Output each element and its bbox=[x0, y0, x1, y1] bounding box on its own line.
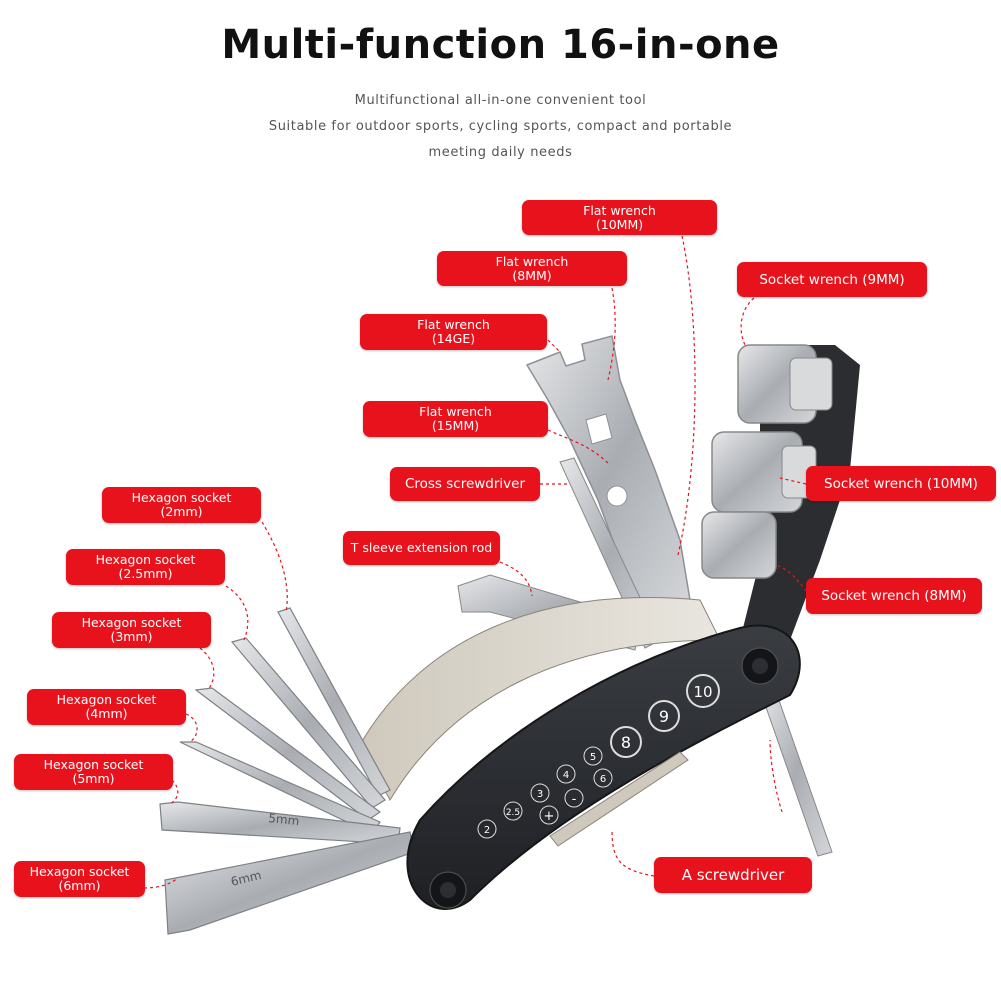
svg-text:+: + bbox=[544, 809, 555, 824]
label-hex-socket-4mm: Hexagon socket (4mm) bbox=[27, 689, 186, 725]
label-flat-wrench-14ge-line1: Flat wrench bbox=[417, 317, 490, 332]
marking-minus: - bbox=[564, 788, 584, 808]
label-hex-socket-5mm: Hexagon socket (5mm) bbox=[14, 754, 173, 790]
socket-8mm bbox=[701, 511, 777, 579]
label-flat-wrench-8mm-line2: (8MM) bbox=[512, 267, 552, 283]
label-flat-wrench-10mm: Flat wrench (10MM) bbox=[522, 200, 717, 235]
marking-2: 2 bbox=[477, 819, 497, 839]
hex-key-5mm-mark: 5mm bbox=[268, 811, 300, 828]
label-socket-wrench-9mm: Socket wrench (9MM) bbox=[737, 262, 927, 297]
label-cross-screwdriver: Cross screwdriver bbox=[390, 467, 540, 501]
marking-8: 8 bbox=[610, 726, 642, 758]
label-hex-socket-5mm-line2: (5mm) bbox=[72, 771, 115, 786]
marking-4: 4 bbox=[556, 764, 576, 784]
flat-screwdriver-blade bbox=[759, 685, 833, 857]
tool-handle bbox=[406, 624, 801, 910]
subtitle-line-1: Multifunctional all-in-one convenient to… bbox=[354, 93, 647, 108]
svg-text:5: 5 bbox=[590, 752, 596, 763]
label-flat-wrench-8mm-line1: Flat wrench bbox=[495, 253, 569, 269]
label-hex-socket-2-5mm: Hexagon socket (2.5mm) bbox=[66, 549, 225, 585]
label-hex-socket-2mm-line2: (2mm) bbox=[160, 504, 203, 519]
subtitle-line-2: Suitable for outdoor sports, cycling spo… bbox=[268, 119, 733, 134]
marking-plus: + bbox=[539, 805, 559, 825]
marking-25: 2.5 bbox=[503, 801, 523, 821]
hex-keys: 5mm 6mm bbox=[159, 607, 415, 935]
label-hex-socket-3mm-line2: (3mm) bbox=[110, 629, 153, 644]
label-hex-socket-4mm-line2: (4mm) bbox=[85, 706, 128, 721]
marking-10: 10 bbox=[686, 674, 720, 708]
svg-text:3: 3 bbox=[537, 789, 543, 800]
marking-3: 3 bbox=[530, 783, 550, 803]
svg-text:9: 9 bbox=[659, 707, 669, 726]
label-flat-wrench-14ge: Flat wrench (14GE) bbox=[360, 314, 547, 350]
label-hex-socket-2-5mm-line2: (2.5mm) bbox=[118, 566, 173, 581]
label-hex-socket-2mm-line1: Hexagon socket bbox=[131, 490, 232, 505]
handle-size-markings: 2 2.5 3 4 5 + - 6 8 9 10 bbox=[477, 674, 720, 839]
svg-text:2.5: 2.5 bbox=[506, 808, 520, 818]
marking-5: 5 bbox=[583, 746, 603, 766]
label-flat-wrench-15mm-line1: Flat wrench bbox=[419, 404, 492, 419]
svg-text:6: 6 bbox=[600, 774, 606, 785]
marking-9: 9 bbox=[648, 700, 680, 732]
marking-6: 6 bbox=[593, 768, 613, 788]
label-flat-wrench-10mm-line1: Flat wrench bbox=[583, 202, 656, 218]
label-hex-socket-6mm: Hexagon socket (6mm) bbox=[14, 861, 145, 897]
label-hex-socket-2-5mm-line1: Hexagon socket bbox=[95, 552, 196, 567]
label-flat-wrench-10mm-line2: (10MM) bbox=[595, 216, 644, 232]
svg-text:8: 8 bbox=[621, 733, 631, 752]
page-title: Multi-function 16-in-one bbox=[221, 22, 780, 68]
label-flat-wrench-15mm: Flat wrench (15MM) bbox=[363, 401, 548, 437]
label-socket-wrench-10mm: Socket wrench (10MM) bbox=[806, 466, 996, 501]
svg-text:-: - bbox=[572, 792, 577, 807]
subtitle-line-3: meeting daily needs bbox=[428, 145, 573, 160]
leader-lines bbox=[143, 235, 811, 889]
socket-10mm bbox=[711, 431, 817, 513]
flat-wrench-plate bbox=[525, 335, 691, 611]
label-flat-wrench-8mm: Flat wrench (8MM) bbox=[437, 251, 627, 286]
label-hex-socket-3mm-line1: Hexagon socket bbox=[81, 615, 182, 630]
label-flat-wrench-15mm-line2: (15MM) bbox=[431, 418, 480, 433]
label-socket-wrench-8mm: Socket wrench (8MM) bbox=[806, 578, 982, 614]
svg-text:2: 2 bbox=[484, 825, 490, 836]
label-hex-socket-2mm: Hexagon socket (2mm) bbox=[102, 487, 261, 523]
svg-text:10: 10 bbox=[693, 683, 712, 701]
label-t-sleeve-extension-rod: T sleeve extension rod bbox=[343, 531, 500, 565]
label-hex-socket-4mm-line1: Hexagon socket bbox=[56, 692, 157, 707]
label-hex-socket-3mm: Hexagon socket (3mm) bbox=[52, 612, 211, 648]
label-a-screwdriver: A screwdriver bbox=[654, 857, 812, 893]
svg-text:4: 4 bbox=[563, 770, 569, 781]
label-flat-wrench-14ge-line2: (14GE) bbox=[431, 331, 476, 346]
socket-9mm bbox=[737, 344, 833, 424]
label-hex-socket-5mm-line1: Hexagon socket bbox=[43, 757, 144, 772]
label-hex-socket-6mm-line1: Hexagon socket bbox=[29, 864, 130, 879]
label-hex-socket-6mm-line2: (6mm) bbox=[58, 878, 101, 893]
